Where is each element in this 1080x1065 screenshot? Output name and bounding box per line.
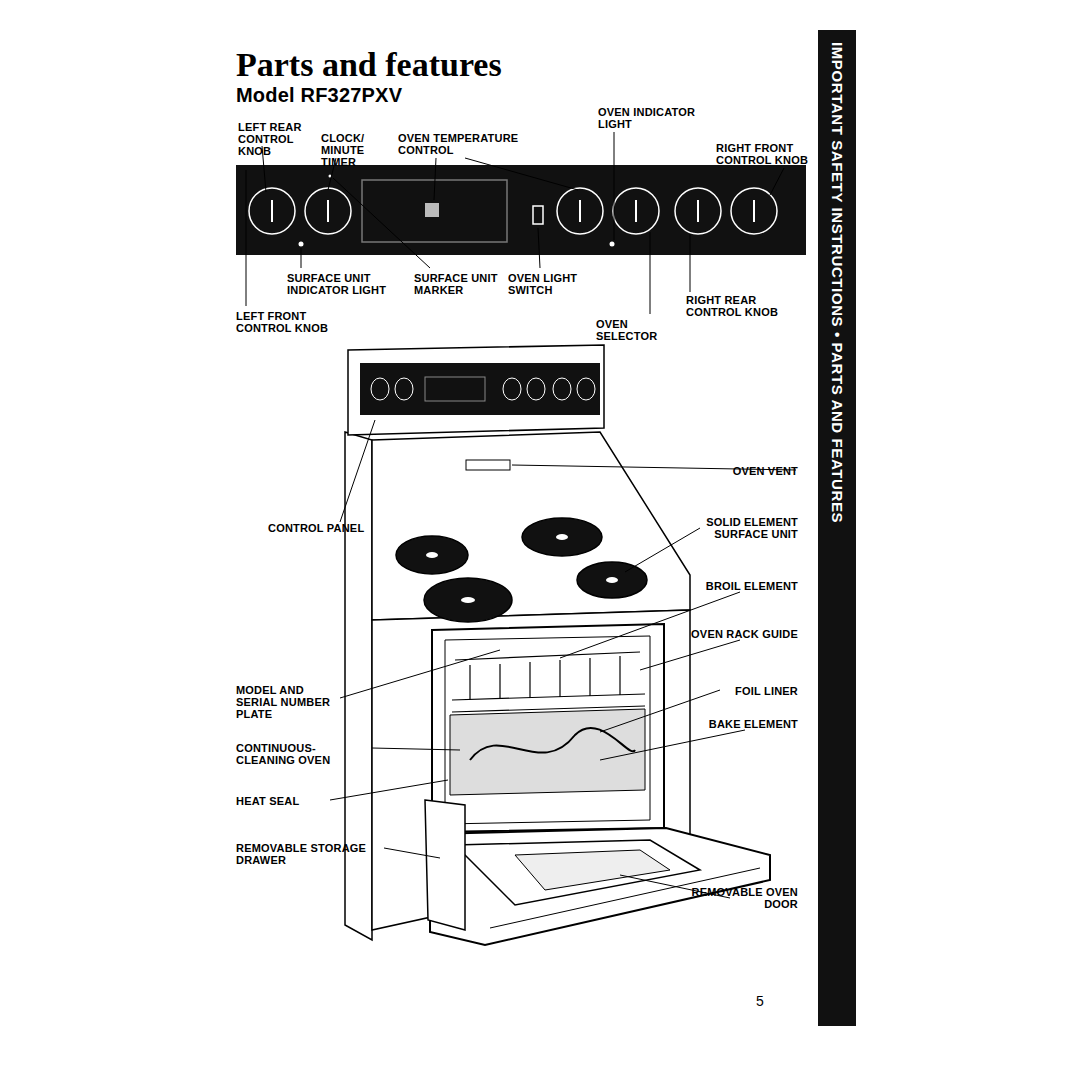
part-label: SURFACE UNIT MARKER bbox=[414, 272, 500, 296]
part-label: CONTINUOUS- CLEANING OVEN bbox=[236, 742, 348, 766]
section-tab-text: IMPORTANT SAFETY INSTRUCTIONS • PARTS AN… bbox=[818, 30, 856, 1026]
page-title: Parts and features bbox=[236, 46, 502, 84]
part-label: HEAT SEAL bbox=[236, 795, 326, 807]
part-label: BROIL ELEMENT bbox=[690, 580, 798, 592]
part-label: CLOCK/ MINUTE TIMER bbox=[321, 132, 393, 168]
part-label: OVEN LIGHT SWITCH bbox=[508, 272, 590, 296]
part-label: BAKE ELEMENT bbox=[690, 718, 798, 730]
model-number: Model RF327PXV bbox=[236, 84, 476, 106]
part-label: MODEL AND SERIAL NUMBER PLATE bbox=[236, 684, 348, 720]
part-label: RIGHT REAR CONTROL KNOB bbox=[686, 294, 798, 318]
part-label: SURFACE UNIT INDICATOR LIGHT bbox=[287, 272, 407, 296]
page-number: 5 bbox=[756, 994, 776, 1009]
part-label: OVEN INDICATOR LIGHT bbox=[598, 106, 728, 130]
part-label: LEFT REAR CONTROL KNOB bbox=[238, 121, 320, 157]
part-label: REMOVABLE OVEN DOOR bbox=[660, 886, 798, 910]
part-label: OVEN TEMPERATURE CONTROL bbox=[398, 132, 523, 156]
part-label: OVEN VENT bbox=[690, 465, 798, 477]
section-tab: IMPORTANT SAFETY INSTRUCTIONS • PARTS AN… bbox=[818, 30, 856, 1026]
part-label: RIGHT FRONT CONTROL KNOB bbox=[716, 142, 814, 166]
part-label: REMOVABLE STORAGE DRAWER bbox=[236, 842, 381, 866]
part-label: OVEN SELECTOR bbox=[596, 318, 676, 342]
part-label: LEFT FRONT CONTROL KNOB bbox=[236, 310, 346, 334]
part-label: CONTROL PANEL bbox=[268, 522, 378, 534]
part-label: FOIL LINER bbox=[690, 685, 798, 697]
part-label: SOLID ELEMENT SURFACE UNIT bbox=[690, 516, 798, 540]
part-label: OVEN RACK GUIDE bbox=[690, 628, 798, 640]
